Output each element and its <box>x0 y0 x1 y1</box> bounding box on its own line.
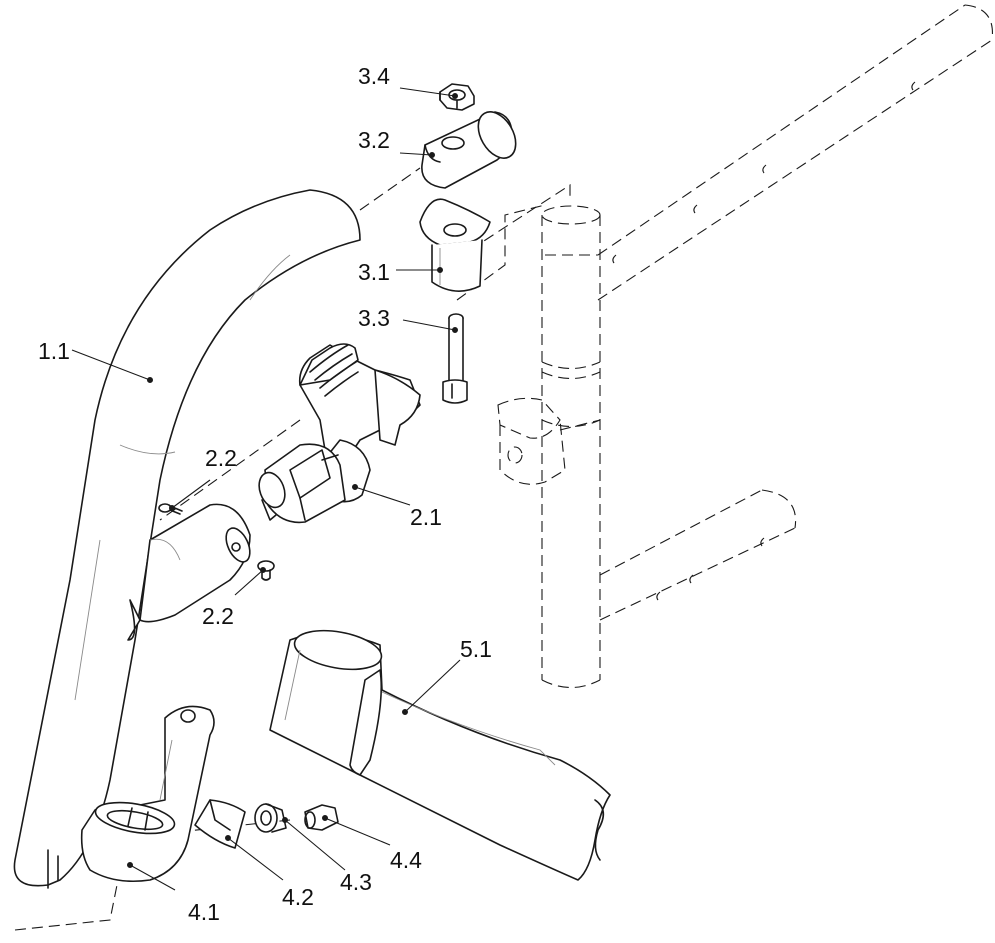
label-3-3: 3.3 <box>358 305 390 331</box>
label-4-3: 4.3 <box>340 869 372 895</box>
label-4-1: 4.1 <box>188 899 220 925</box>
part-3-1-bushing <box>419 198 491 292</box>
label-3-1: 3.1 <box>358 259 390 285</box>
label-2-1: 2.1 <box>410 504 442 530</box>
leader-lines <box>71 87 461 891</box>
part-3-2-sleeve <box>421 111 517 189</box>
part-2-1-lever <box>258 343 421 524</box>
part-4-3-washer <box>254 803 287 833</box>
part-4-4-spacer <box>304 804 339 831</box>
tube-socket <box>127 503 251 641</box>
label-1-1: 1.1 <box>38 338 70 364</box>
part-3-3-bolt <box>442 313 468 404</box>
part-4-2-shim <box>194 799 246 849</box>
label-3-4: 3.4 <box>358 63 390 89</box>
label-4-4: 4.4 <box>390 847 422 873</box>
label-2-2-lower: 2.2 <box>202 603 234 629</box>
part-4-1-clamp <box>80 705 215 883</box>
part-1-1-tube <box>13 189 361 889</box>
label-2-2-upper: 2.2 <box>205 445 237 471</box>
part-labels: 1.1 3.4 3.2 3.1 3.3 2.2 2.1 2.2 5.1 4.4 … <box>38 63 492 925</box>
phantom-frame <box>14 4 994 931</box>
label-4-2: 4.2 <box>282 884 314 910</box>
label-3-2: 3.2 <box>358 127 390 153</box>
label-5-1: 5.1 <box>460 636 492 662</box>
part-5-1-strap <box>269 629 611 881</box>
